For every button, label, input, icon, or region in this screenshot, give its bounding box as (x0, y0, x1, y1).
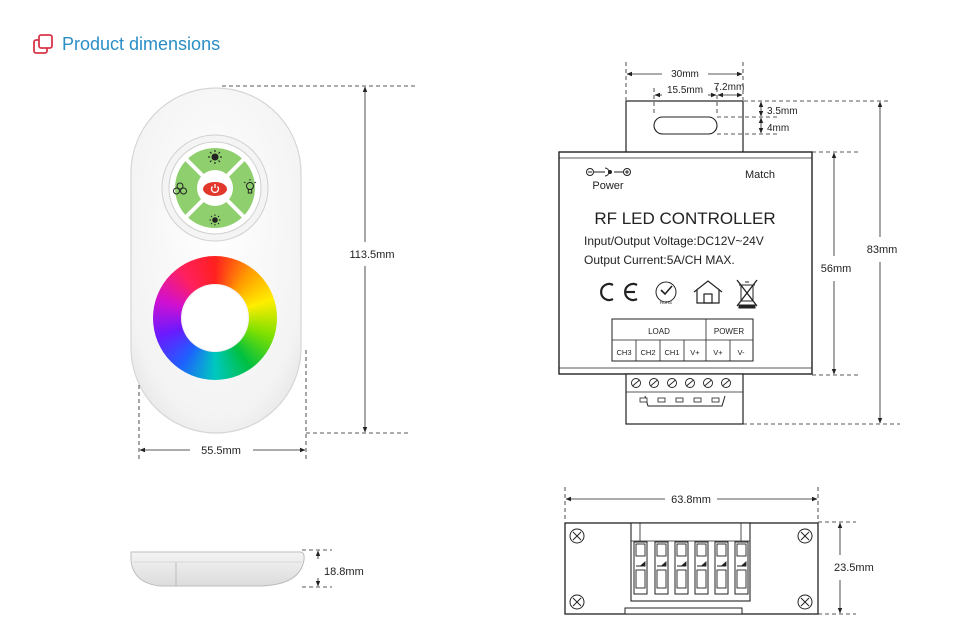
remote-side-view (130, 551, 305, 587)
dc-connector-icon (586, 167, 631, 177)
current-spec: Output Current:5A/CH MAX. (584, 253, 735, 267)
mounting-slot (653, 116, 718, 135)
bracket-width-label: 30mm (671, 69, 699, 80)
terminal-pin: CH2 (640, 348, 655, 357)
terminal-pin: V+ (690, 348, 700, 357)
side-width-label: 63.8mm (671, 494, 711, 506)
side-dimensions (564, 487, 856, 615)
controller-height-dimensions (743, 101, 900, 425)
voltage-spec: Input/Output Voltage:DC12V~24V (584, 234, 764, 248)
side-height-label: 23.5mm (834, 562, 874, 574)
bulb-icon[interactable] (243, 179, 257, 194)
sun-bright-icon[interactable] (208, 150, 222, 164)
overlapping-squares-icon (33, 34, 53, 54)
controller-side-view (564, 522, 819, 615)
terminal-pin: V- (737, 348, 745, 357)
terminal-group-load: LOAD (648, 327, 670, 336)
terminal-pin: V+ (713, 348, 723, 357)
remote-width-dimension (138, 350, 307, 462)
remote-thickness-label: 18.8mm (324, 566, 364, 578)
body-height-label: 56mm (821, 263, 852, 275)
controller-top-dimensions (625, 62, 890, 135)
terminal-pin: CH1 (664, 348, 679, 357)
match-label: Match (745, 169, 775, 181)
page-title: Product dimensions (62, 34, 221, 54)
color-cycle-icon[interactable] (173, 182, 187, 195)
remote-height-dimension (222, 85, 415, 434)
remote-height-label: 113.5mm (349, 249, 394, 261)
sun-dim-icon[interactable] (209, 214, 221, 226)
ce-mark-icon (600, 282, 638, 302)
terminal-group-power: POWER (714, 327, 744, 336)
slot-height-label: 4mm (767, 123, 789, 134)
remote-width-label: 55.5mm (201, 445, 241, 457)
rgb-color-wheel[interactable] (153, 256, 277, 380)
power-label: Power (592, 180, 624, 192)
slot-offset-label: 7.2mm (714, 82, 745, 93)
power-icon (210, 184, 220, 194)
product-name: RF LED CONTROLLER (594, 209, 775, 228)
svg-text:RoHS: RoHS (660, 300, 672, 305)
terminal-pin: CH3 (616, 348, 631, 357)
remote-front-view (130, 87, 302, 434)
power-button[interactable] (203, 182, 227, 196)
slot-width-label: 15.5mm (667, 85, 703, 96)
total-height-label: 83mm (867, 244, 898, 256)
controller-front-view (558, 100, 813, 425)
slot-top-label: 3.5mm (767, 106, 798, 117)
weee-bin-icon (736, 279, 758, 309)
rohs-icon: RoHS (655, 281, 677, 305)
indoor-use-icon (693, 280, 723, 304)
remote-thickness-dimension (302, 549, 332, 588)
